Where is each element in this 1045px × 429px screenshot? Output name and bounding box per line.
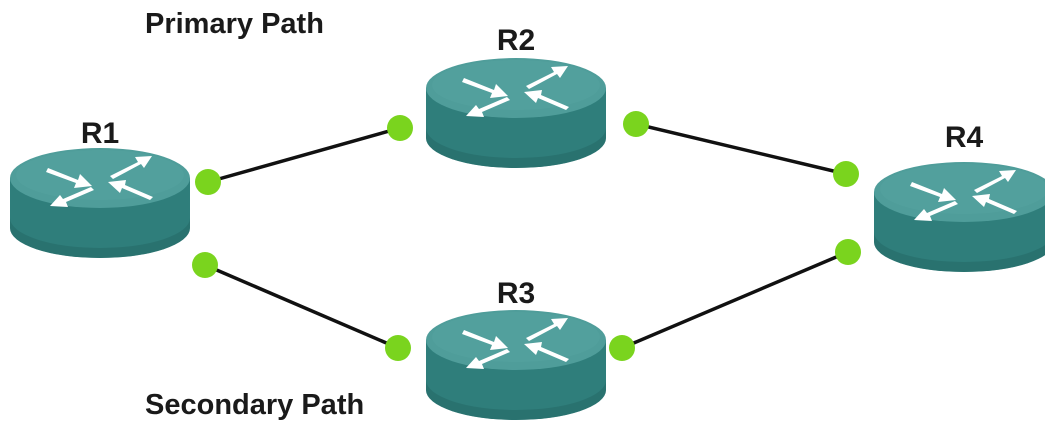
router-label-r1: R1 (81, 117, 119, 150)
router-icon (426, 310, 606, 420)
links (204, 122, 849, 350)
link-r2-r4 (635, 122, 847, 176)
router-r1[interactable] (10, 148, 190, 258)
interface-dot[interactable] (609, 335, 635, 361)
ports (192, 111, 861, 361)
router-label-r3: R3 (497, 277, 535, 310)
interface-dot[interactable] (385, 335, 411, 361)
interface-dot[interactable] (623, 111, 649, 137)
link-r1-r2 (207, 126, 401, 184)
interface-dot[interactable] (833, 161, 859, 187)
secondary-path-label: Secondary Path (145, 389, 364, 421)
router-label-r4: R4 (945, 121, 984, 154)
link-r3-r4 (621, 250, 849, 350)
interface-dot[interactable] (387, 115, 413, 141)
interface-dot[interactable] (195, 169, 221, 195)
router-icon (874, 162, 1045, 272)
router-r4[interactable] (874, 162, 1045, 272)
interface-dot[interactable] (835, 239, 861, 265)
router-icon (10, 148, 190, 258)
router-icon (426, 58, 606, 168)
router-label-r2: R2 (497, 24, 535, 57)
primary-path-label: Primary Path (145, 8, 324, 40)
link-r1-r3 (204, 263, 399, 350)
interface-dot[interactable] (192, 252, 218, 278)
router-r3[interactable] (426, 310, 606, 420)
router-r2[interactable] (426, 58, 606, 168)
